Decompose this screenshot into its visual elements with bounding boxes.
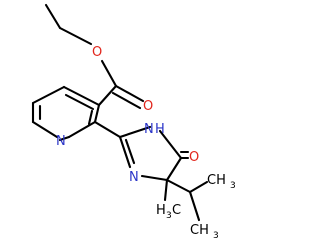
atom-isopropyl-ch3-bottom-sub: 3 [213,231,219,241]
bond-ring-c3-c2-inner [87,109,94,126]
bond-imid-nh-c4 [158,129,183,160]
atom-n-ring: N [129,170,139,185]
bond-ring-c5-c4 [31,85,66,105]
atom-o-ester-single: O [92,45,102,60]
atom-n-nh: N [144,122,154,137]
atom-h-nh: H [155,122,165,137]
atom-isopropyl-ch3-bottom: CH [190,223,209,238]
bond-c5-isopropyl [165,178,192,194]
bond-ring-c3-c2 [93,103,101,124]
atom-isopropyl-ch3-right: CH [207,173,226,188]
bond-ring-n-c6 [31,120,59,139]
bond-isopropyl-ch3-bottom [188,190,201,222]
bond-imid-c5-c4 [165,156,183,182]
bond-ring-c2-n [67,120,97,139]
bond-ring-c4-c3 [62,85,101,107]
bond-ring-c4-c3-inner [64,93,95,111]
bond-pyr-imid [93,120,122,139]
bond-imid-c2-n-double-a [118,135,132,169]
bond-ester-c-o-double-b [111,91,142,110]
bond-ch3-ch2 [44,3,62,30]
atom-o-carbonyl: O [189,150,199,165]
atom-o-ester-double: O [143,99,153,114]
atom-labels: O O N N H N O H 3 C CH 3 CH 3 [56,45,236,241]
bond-isopropyl-ch3-right [188,180,209,194]
bonds [31,3,209,222]
bond-ring-n-inner [58,135,71,142]
bond-imid-c2-n-double-b [124,138,136,165]
bond-ester-c-ring [97,84,118,107]
bond-o-c-ester [100,59,118,88]
molecule-structure: O O N N H N O H 3 C CH 3 CH 3 [31,3,236,241]
bond-imid-n-c5 [140,174,169,182]
atom-methyl-sub: 3 [166,211,172,221]
bond-ester-c-o-double-a [114,84,145,103]
atom-methyl-c: H [156,203,166,218]
atom-methyl-c-letter: C [172,203,181,218]
atom-isopropyl-ch3-right-sub: 3 [230,181,236,191]
atom-n-pyridine: N [56,134,66,149]
bond-c5-methyl [163,178,169,202]
bond-imid-c2-nh [118,125,152,139]
bond-ch2-o [58,26,93,46]
